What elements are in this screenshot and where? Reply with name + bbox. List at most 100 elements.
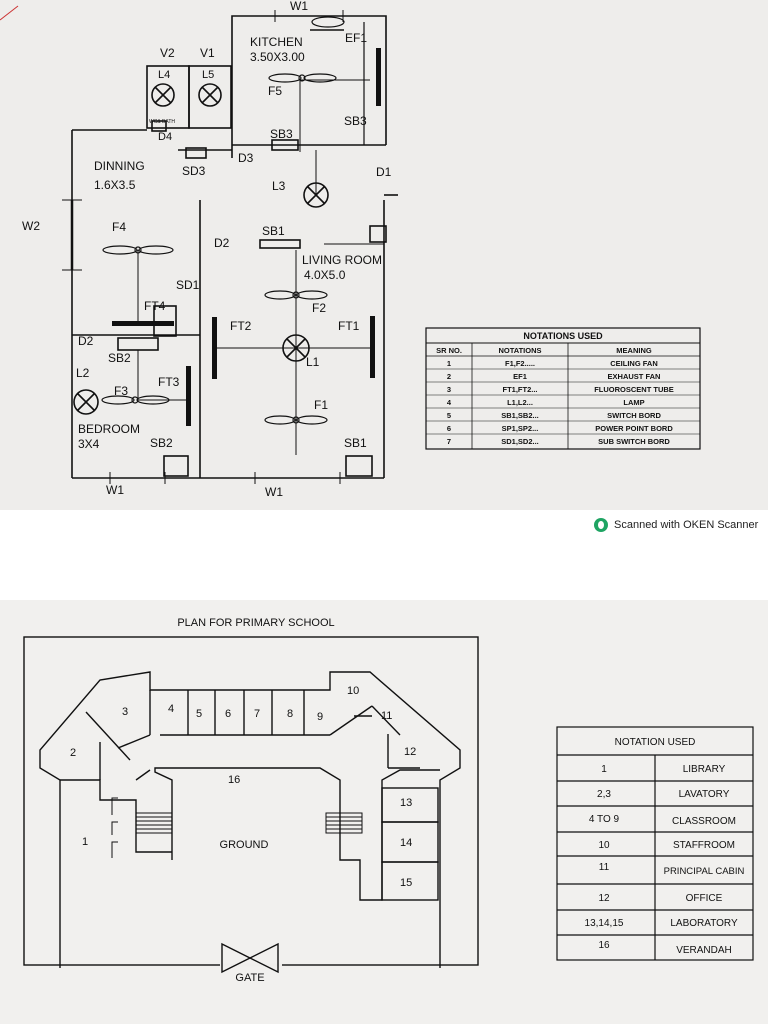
svg-text:LIBRARY: LIBRARY xyxy=(683,764,726,775)
room-5: 5 xyxy=(196,708,202,720)
svg-text:POWER POINT BORD: POWER POINT BORD xyxy=(595,424,673,433)
building-outline xyxy=(39,671,461,968)
switch-sb2-bottom: SB2 xyxy=(150,436,173,450)
wc-bath-label: WC& BATH xyxy=(149,119,175,125)
svg-text:FLUOROSCENT TUBE: FLUOROSCENT TUBE xyxy=(594,385,674,394)
svg-text:OFFICE: OFFICE xyxy=(686,893,723,904)
svg-text:EXHAUST FAN: EXHAUST FAN xyxy=(608,372,661,381)
table-row: 13,14,15 LABORATORY xyxy=(585,918,738,929)
page-gap xyxy=(0,510,768,600)
table-row: 3 FT1,FT2... FLUOROSCENT TUBE xyxy=(447,385,674,394)
house-labels: W1 W2 W1 W1 KITCHEN 3.50X3.00 DINNING 1.… xyxy=(22,0,392,499)
fan-f5: F5 xyxy=(268,84,282,98)
room-1: 1 xyxy=(82,836,88,848)
living-room-label: LIVING ROOM xyxy=(302,253,382,267)
school-notation-text: NOTATION USED 1 LIBRARY 2,3 LAVATORY 4 T… xyxy=(585,737,745,956)
svg-text:SB1,SB2...: SB1,SB2... xyxy=(501,411,539,420)
svg-text:7: 7 xyxy=(447,437,451,446)
svg-text:STAFFROOM: STAFFROOM xyxy=(673,840,735,851)
stairs-right xyxy=(325,812,363,834)
room-9: 9 xyxy=(317,711,323,723)
fan-f4: F4 xyxy=(112,220,126,234)
table-row: 16 VERANDAH xyxy=(598,940,731,956)
svg-text:LAVATORY: LAVATORY xyxy=(679,789,730,800)
svg-text:SWITCH BORD: SWITCH BORD xyxy=(607,411,661,420)
fan-f2: F2 xyxy=(312,301,326,315)
tube-ft4: FT4 xyxy=(144,299,166,313)
svg-text:6: 6 xyxy=(447,424,451,433)
school-notation-title: NOTATION USED xyxy=(615,737,696,748)
window-w1-bottom: W1 xyxy=(265,485,283,499)
room-12: 12 xyxy=(404,746,416,758)
svg-text:10: 10 xyxy=(598,840,610,851)
scanner-label: Scanned with OKEN Scanner xyxy=(614,519,759,531)
switch-sb3-upper: SB3 xyxy=(344,114,367,128)
bedroom-size: 3X4 xyxy=(78,437,100,451)
lamp-l3: L3 xyxy=(272,179,286,193)
fan-f3: F3 xyxy=(114,384,128,398)
living-room-size: 4.0X5.0 xyxy=(304,268,346,282)
sub-switch-sd1: SD1 xyxy=(176,278,200,292)
door-d3: D3 xyxy=(238,151,254,165)
school-plan xyxy=(23,636,479,974)
table-row: 12 OFFICE xyxy=(598,893,722,904)
svg-text:PRINCIPAL CABIN: PRINCIPAL CABIN xyxy=(664,866,745,877)
header-sr-no: SR NO. xyxy=(436,346,462,355)
table-row: 2 EF1 EXHAUST FAN xyxy=(447,372,661,381)
table-row: 11 PRINCIPAL CABIN xyxy=(599,862,745,877)
svg-text:3: 3 xyxy=(447,385,451,394)
window-w2: W2 xyxy=(22,219,40,233)
svg-text:SUB SWITCH BORD: SUB SWITCH BORD xyxy=(598,437,670,446)
room-13: 13 xyxy=(400,797,412,809)
door-d2-bedroom: D2 xyxy=(78,334,94,348)
table-row: 7 SD1,SD2... SUB SWITCH BORD xyxy=(447,437,670,446)
table-row: 4 L1,L2... LAMP xyxy=(447,398,645,407)
svg-text:11: 11 xyxy=(599,862,610,873)
school-notation-table xyxy=(556,726,754,961)
svg-text:CLASSROOM: CLASSROOM xyxy=(672,816,736,827)
room-3: 3 xyxy=(122,706,128,718)
gate-label: GATE xyxy=(235,972,264,984)
svg-text:2: 2 xyxy=(447,372,451,381)
table-row: 4 TO 9 CLASSROOM xyxy=(589,814,736,827)
kitchen-label: KITCHEN xyxy=(250,35,303,49)
switch-sb2-bedroom: SB2 xyxy=(108,351,131,365)
school-plan-title: PLAN FOR PRIMARY SCHOOL xyxy=(177,617,334,629)
door-d1: D1 xyxy=(376,165,392,179)
door-d4: D4 xyxy=(158,131,172,143)
fan-f1: F1 xyxy=(314,398,328,412)
school-labels: PLAN FOR PRIMARY SCHOOL GROUND GATE 1 2 … xyxy=(70,617,416,984)
table-row: 1 LIBRARY xyxy=(601,764,725,775)
svg-text:SD1,SD2...: SD1,SD2... xyxy=(501,437,539,446)
house-plan xyxy=(0,5,398,484)
ceiling-fan-icon xyxy=(101,16,345,425)
notations-title: NOTATIONS USED xyxy=(523,331,603,341)
table-row: 6 SP1,SP2... POWER POINT BORD xyxy=(447,424,673,433)
room-10: 10 xyxy=(347,685,359,697)
ground-label: GROUND xyxy=(220,839,269,851)
switch-sb1-bottom: SB1 xyxy=(344,436,367,450)
table-row: 5 SB1,SB2... SWITCH BORD xyxy=(447,411,662,420)
switch-sb1-living: SB1 xyxy=(262,224,285,238)
sub-switch-sd3: SD3 xyxy=(182,164,206,178)
table-row: 10 STAFFROOM xyxy=(598,840,735,851)
house-notation-table: NOTATIONS USED SR NO. NOTATIONS MEANING … xyxy=(425,327,701,450)
svg-text:13,14,15: 13,14,15 xyxy=(585,918,624,929)
lamp-l2: L2 xyxy=(76,366,90,380)
wc-right xyxy=(188,65,232,129)
svg-text:CEILING FAN: CEILING FAN xyxy=(610,359,658,368)
room-16: 16 xyxy=(228,774,240,786)
bedroom-label: BEDROOM xyxy=(78,422,140,436)
svg-text:LAMP: LAMP xyxy=(623,398,644,407)
lamp-l5: L5 xyxy=(202,69,214,81)
ventilator-v2: V2 xyxy=(160,46,175,60)
svg-text:EF1: EF1 xyxy=(513,372,527,381)
svg-text:4 TO 9: 4 TO 9 xyxy=(589,814,620,825)
svg-text:LABORATORY: LABORATORY xyxy=(670,918,738,929)
svg-text:1: 1 xyxy=(447,359,451,368)
svg-text:F1,F2.....: F1,F2..... xyxy=(505,359,535,368)
gate-icon xyxy=(221,942,279,974)
scanner-logo-icon xyxy=(594,518,608,532)
school-plan-sheet xyxy=(0,600,768,1024)
room-4: 4 xyxy=(168,703,174,715)
